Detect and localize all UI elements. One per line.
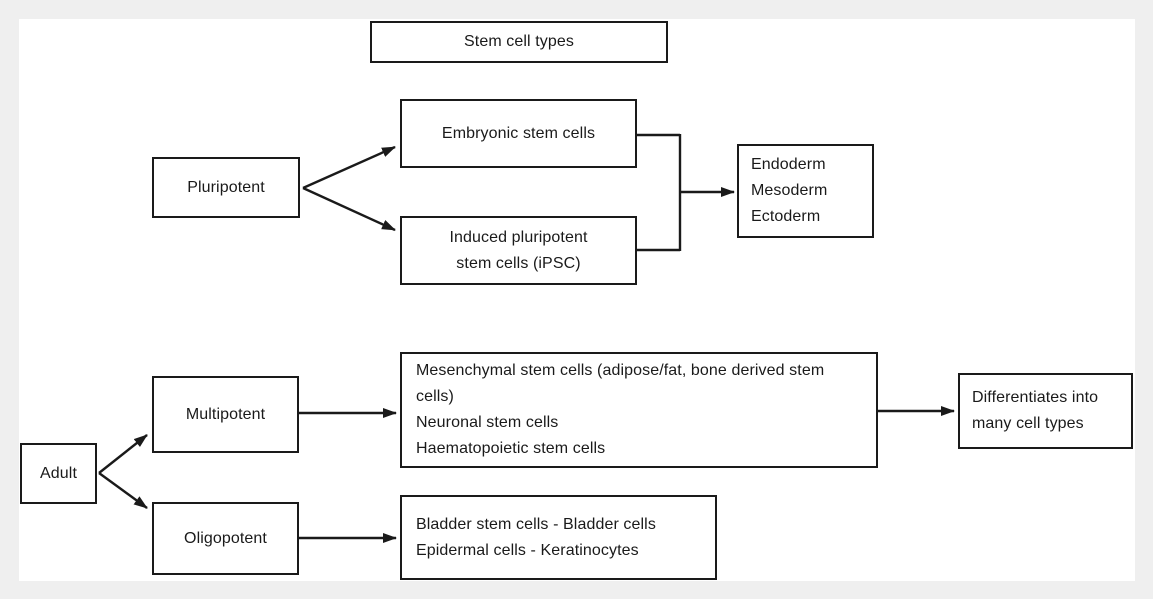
node-embryonic-stem-cells: Embryonic stem cells <box>400 99 637 168</box>
node-ipsc: Induced pluripotent stem cells (iPSC) <box>400 216 637 285</box>
germ-layer-mesoderm: Mesoderm <box>751 182 828 199</box>
node-multipotent-label: Multipotent <box>185 405 266 423</box>
node-germ-layers: Endoderm Mesoderm Ectoderm <box>737 144 874 238</box>
oligopotent-example-bladder: Bladder stem cells - Bladder cells <box>416 515 656 533</box>
node-adult: Adult <box>20 443 97 504</box>
node-pluripotent: Pluripotent <box>152 157 300 218</box>
node-multipotent: Multipotent <box>152 376 299 453</box>
node-title-label: Stem cell types <box>464 33 574 50</box>
node-oligopotent-examples: Bladder stem cells - Bladder cells Epide… <box>400 495 717 580</box>
node-ipsc-line-2: stem cells (iPSC) <box>456 254 581 272</box>
germ-layer-ectoderm: Ectoderm <box>751 208 821 225</box>
node-oligopotent-label: Oligopotent <box>184 529 267 547</box>
germ-layer-endoderm: Endoderm <box>751 156 826 173</box>
node-embryonic-label: Embryonic stem cells <box>441 124 596 142</box>
node-multipotent-examples: Mesenchymal stem cells (adipose/fat, bon… <box>400 352 878 468</box>
node-differentiates-line-1: Differentiates into <box>972 389 1099 406</box>
node-differentiates-line-2: many cell types <box>972 415 1084 432</box>
arrow-adult-to-multipotent <box>98 434 148 474</box>
multipotent-example-haematopoietic: Haematopoietic stem cells <box>416 440 606 457</box>
node-adult-label: Adult <box>40 464 77 482</box>
node-pluripotent-label: Pluripotent <box>187 178 265 196</box>
multipotent-example-neuronal: Neuronal stem cells <box>416 414 559 431</box>
multipotent-example-mesenchymal: Mesenchymal stem cells (adipose/fat, bon… <box>416 362 825 405</box>
node-differentiates: Differentiates into many cell types <box>958 373 1133 449</box>
arrow-pluripotent-to-ipsc <box>302 186 396 232</box>
oligopotent-example-epidermal: Epidermal cells - Keratinocytes <box>416 541 639 559</box>
node-oligopotent: Oligopotent <box>152 502 299 575</box>
node-title: Stem cell types <box>370 21 668 63</box>
arrow-pluripotent-to-embryonic <box>302 145 396 190</box>
node-ipsc-line-1: Induced pluripotent <box>449 228 588 246</box>
arrow-adult-to-oligopotent <box>98 472 148 509</box>
